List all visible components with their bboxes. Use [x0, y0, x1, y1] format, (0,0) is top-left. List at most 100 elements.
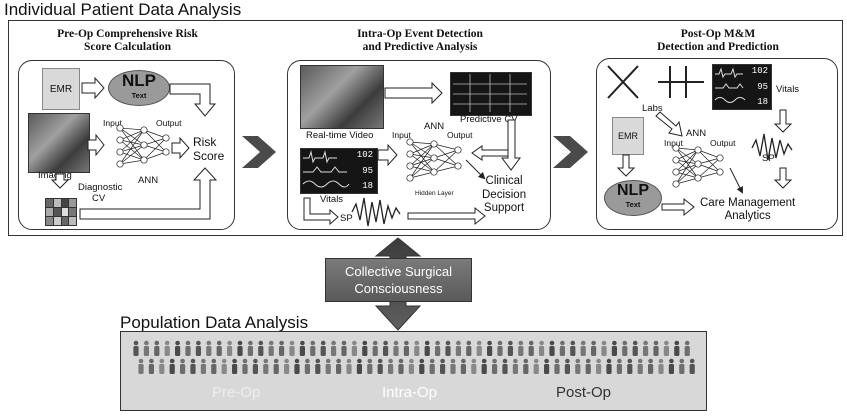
imaging-down-arrow: [50, 173, 70, 189]
person-icon: [502, 358, 508, 374]
person-icon: [596, 358, 602, 374]
post-sp-to-care-arrow: [773, 167, 793, 189]
person-icon: [273, 358, 279, 374]
post-nlp-wordcloud: NLP Text: [604, 180, 662, 216]
vitals-monitor: 102 95 18: [300, 148, 378, 194]
person-icon: [471, 358, 477, 374]
person-icon: [159, 358, 165, 374]
realtime-video-label: Real-time Video: [306, 130, 374, 141]
labs-grid-icon: [658, 66, 704, 98]
risk-line1: Risk: [193, 135, 217, 149]
sp-label: SP: [340, 213, 353, 224]
post-nlp-label: NLP: [617, 182, 649, 199]
person-icon: [585, 358, 591, 374]
ann-network-1: [116, 124, 170, 168]
ann-input-label: Input: [103, 118, 122, 128]
intra-op-title-line2: and Predictive Analysis: [362, 41, 478, 53]
person-icon: [138, 358, 144, 374]
ann2-input-label: Input: [392, 130, 411, 140]
person-icon: [263, 358, 269, 374]
person-icon: [507, 340, 513, 356]
person-icon: [341, 340, 347, 356]
care-line2: Analytics: [724, 210, 771, 222]
risk-line2: Score: [193, 149, 225, 163]
person-icon: [185, 340, 191, 356]
person-icon: [304, 358, 310, 374]
person-icon: [606, 358, 612, 374]
person-icon: [523, 358, 529, 374]
person-icon: [200, 358, 206, 374]
person-icon: [351, 340, 357, 356]
post-vitals-to-sp-arrow: [773, 109, 793, 133]
person-icon: [408, 358, 414, 374]
person-icon: [528, 340, 534, 356]
person-icon: [533, 358, 539, 374]
person-icon: [559, 340, 565, 356]
person-icon: [539, 340, 545, 356]
person-icon: [637, 358, 643, 374]
person-icon: [169, 358, 175, 374]
hidden-layer-label: Hidden Layer: [415, 190, 454, 197]
nlp-label: NLP: [122, 71, 156, 90]
vitals-value-spo2: 95: [362, 166, 373, 176]
risk-score-label: Risk Score: [193, 135, 224, 163]
ann2-output-label: Output: [447, 130, 473, 140]
person-icon: [611, 340, 617, 356]
person-icon: [284, 358, 290, 374]
stage-label-pre-op: Pre-Op: [212, 384, 261, 401]
person-icon: [663, 340, 669, 356]
emr-document: EMR: [42, 68, 80, 110]
person-icon: [455, 340, 461, 356]
cv-to-risk-arrow: [79, 167, 218, 220]
person-icon: [424, 340, 430, 356]
vitals-value-rr: 18: [362, 181, 373, 191]
person-icon: [487, 340, 493, 356]
person-icon: [622, 340, 628, 356]
ann2-label: ANN: [424, 121, 445, 132]
post-emr-label: EMR: [618, 131, 638, 141]
person-icon: [268, 340, 274, 356]
vitals-value-hr: 102: [356, 150, 373, 160]
person-icon: [403, 340, 409, 356]
labs-x-icon: [607, 65, 639, 99]
person-icon: [310, 340, 316, 356]
imaging-to-ann-arrow: [87, 133, 105, 157]
person-icon: [549, 340, 555, 356]
person-icon: [221, 358, 227, 374]
person-icon: [393, 340, 399, 356]
person-icon: [383, 340, 389, 356]
person-icon: [398, 358, 404, 374]
person-icon: [544, 358, 550, 374]
clinical-line2: Decision: [482, 188, 527, 201]
person-icon: [616, 358, 622, 374]
person-icon: [674, 340, 680, 356]
cv-label: CV: [92, 193, 106, 204]
ann3-input-label: Input: [664, 138, 683, 148]
person-icon: [299, 340, 305, 356]
ann-network-2: [406, 138, 462, 182]
person-icon: [601, 340, 607, 356]
person-icon: [372, 340, 378, 356]
collective-line1: Collective Surgical: [345, 264, 452, 279]
care-line1: Care Management: [700, 197, 796, 209]
post-emr-to-nlp-arrow: [616, 154, 636, 177]
person-icon: [679, 358, 685, 374]
population-title: Population Data Analysis: [120, 313, 309, 332]
clinical-line1: Clinical: [485, 175, 523, 187]
person-icon: [242, 358, 248, 374]
person-icon: [466, 340, 472, 356]
person-icon: [689, 358, 695, 374]
intra-op-panel-title: Intra-Op Event Detection and Predictive …: [330, 28, 510, 54]
care-management-label: Care Management Analytics: [700, 197, 795, 223]
nlp-text-label: Text: [131, 91, 147, 100]
sp-waveform-3: [751, 133, 793, 161]
person-icon: [419, 358, 425, 374]
person-icon: [658, 358, 664, 374]
people-figures: [133, 340, 695, 374]
post-nlp-to-care-arrow: [661, 197, 695, 217]
surgical-video-image: [300, 65, 384, 129]
nlp-to-risk-arrow: [169, 83, 217, 117]
ann-label: ANN: [138, 175, 159, 186]
chevron-arrow-1: [242, 136, 276, 168]
sp-waveform-2: [351, 197, 401, 227]
